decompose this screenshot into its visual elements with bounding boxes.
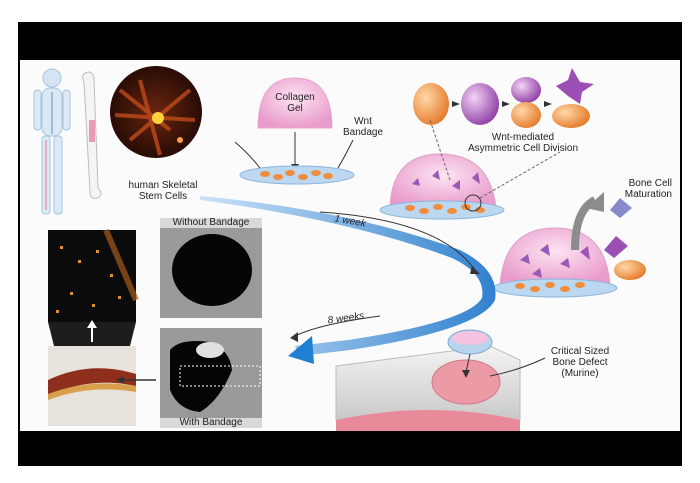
femur-bone xyxy=(82,71,102,199)
division-label-line2: Asymmetric Cell Division xyxy=(467,143,578,154)
microct-with-bandage xyxy=(160,328,262,428)
stem-cells-label: human Skeletal Stem Cells xyxy=(128,180,198,202)
microct-without-bandage xyxy=(160,218,262,318)
arrow-to-histology xyxy=(116,376,156,384)
histology-section xyxy=(48,346,136,426)
wnt-bandage-label: Wnt Bandage xyxy=(338,116,388,138)
diagram-artwork xyxy=(33,66,646,431)
maturation-label: Bone Cell Maturation xyxy=(596,178,672,200)
stem-cells-label-line2: Stem Cells xyxy=(138,191,188,202)
maturation-label-line1: Bone Cell xyxy=(628,178,672,189)
gel-dome-with-cells xyxy=(379,119,561,220)
figure-panel: human Skeletal Stem Cells Collagen Gel W… xyxy=(20,60,680,431)
collagen-gel-dome xyxy=(257,77,333,170)
histology-fluorescence xyxy=(48,228,139,322)
collagen-gel-label: Collagen Gel xyxy=(265,92,325,114)
stem-cell-micrograph xyxy=(110,66,202,158)
defect-label-line3: (Murine) xyxy=(561,368,599,379)
wnt-bandage-dish xyxy=(234,139,355,185)
time-course-arrow xyxy=(200,196,496,364)
maturation-label-line2: Maturation xyxy=(624,189,672,200)
zoom-projection xyxy=(48,320,136,346)
collagen-gel-label-line1: Collagen xyxy=(275,92,315,103)
division-label: Wnt-mediated Asymmetric Cell Division xyxy=(448,132,598,154)
wnt-bandage-label-line1: Wnt xyxy=(354,116,372,127)
stem-cells-label-line1: human Skeletal xyxy=(128,180,198,191)
maturation-dome xyxy=(492,192,646,298)
wnt-bandage-label-line2: Bandage xyxy=(342,127,384,138)
asymmetric-division-sequence xyxy=(413,68,594,128)
human-skeleton-figure xyxy=(33,68,71,215)
division-label-line1: Wnt-mediated xyxy=(491,132,555,143)
collagen-gel-label-line2: Gel xyxy=(287,103,303,114)
defect-label: Critical Sized Bone Defect (Murine) xyxy=(540,346,620,379)
without-bandage-label: Without Bandage xyxy=(172,217,250,228)
defect-label-line1: Critical Sized xyxy=(550,346,610,357)
with-bandage-label: With Bandage xyxy=(179,417,243,428)
defect-label-line2: Bone Defect xyxy=(552,357,608,368)
bone-defect-illustration xyxy=(335,329,546,431)
